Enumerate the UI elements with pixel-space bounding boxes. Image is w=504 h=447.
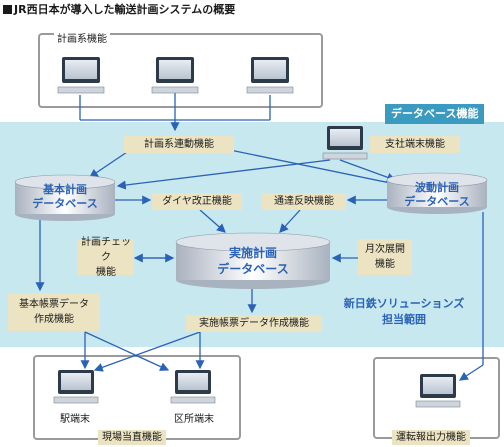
page-title: JR西日本が導入した輸送計画システムの概要	[3, 1, 235, 17]
planning-computer-1-icon	[57, 57, 105, 94]
plan-link-function: 計画系連動機能	[124, 136, 234, 153]
report-section-label: 運転報出力機能	[392, 430, 470, 445]
monthly-line2: 機能	[375, 259, 395, 270]
basic-db-line1: 基本計画	[43, 183, 87, 196]
exec-db-line2: データベース	[217, 262, 289, 276]
basic-ledger-function: 基本帳票データ 作成機能	[8, 293, 100, 331]
plan-check-line1: 計画チェック	[81, 236, 131, 263]
exec-db-cylinder	[175, 232, 331, 289]
plan-check-function: 計画チェック 機能	[78, 237, 134, 278]
arrow	[93, 331, 201, 372]
plan-check-line2: 機能	[96, 266, 116, 278]
page-title-text: JR西日本が導入した輸送計画システムの概要	[14, 3, 236, 16]
station-terminal-label: 駅端末	[60, 414, 90, 425]
title-bullet-icon	[3, 5, 12, 14]
district-computer-icon	[170, 370, 216, 404]
basic-db-line2: データベース	[32, 197, 98, 210]
planning-computer-2-icon	[151, 57, 199, 94]
vendor-note-line2: 担当範囲	[382, 313, 426, 326]
district-terminal-label: 区所端末	[174, 414, 214, 425]
wave-db-line1: 波動計画	[415, 181, 459, 194]
basic-db-cylinder	[14, 174, 116, 221]
planning-computer-3-icon	[246, 57, 294, 94]
diagram-revision-function: ダイヤ改正機能	[152, 193, 242, 210]
arrow-branch-to-wave-db	[339, 159, 397, 182]
arrow-to-wave-db	[229, 149, 402, 188]
exec-db-label: 実施計画 データベース	[176, 245, 330, 277]
report-computer-icon	[415, 374, 461, 408]
database-section-label: データベース機能	[385, 104, 485, 124]
arrow	[458, 364, 484, 381]
basic-ledger-line2: 作成機能	[34, 314, 74, 325]
arrow	[199, 209, 226, 233]
arrow-branch-to-basic-db	[116, 159, 331, 190]
arrow-to-basic-db	[88, 149, 131, 178]
station-computer-icon	[53, 370, 99, 404]
basic-ledger-line1: 基本帳票データ	[19, 299, 89, 310]
wave-db-label: 波動計画 データベース	[387, 181, 487, 209]
vendor-scope-note: 新日鉄ソリューションズ 担当範囲	[333, 296, 475, 328]
wave-db-cylinder	[386, 172, 488, 214]
planning-section-label: 計画系機能	[54, 32, 110, 47]
vendor-note-line1: 新日鉄ソリューションズ	[343, 297, 465, 310]
monthly-expansion-function: 月次展開 機能	[358, 239, 412, 275]
basic-db-label: 基本計画 データベース	[15, 183, 115, 211]
monthly-line1: 月次展開	[365, 244, 405, 255]
field-section-label: 現場当直機能	[98, 430, 166, 445]
branch-terminal-function: 支社端末機能	[370, 136, 460, 153]
wave-db-line2: データベース	[404, 195, 470, 208]
notice-reflection-function: 通達反映機能	[262, 193, 346, 210]
arrow	[279, 209, 301, 233]
exec-ledger-function: 実施帳票データ作成機能	[186, 315, 322, 332]
exec-db-line1: 実施計画	[228, 246, 277, 260]
arrow	[84, 331, 170, 371]
branch-computer-icon	[322, 126, 368, 160]
